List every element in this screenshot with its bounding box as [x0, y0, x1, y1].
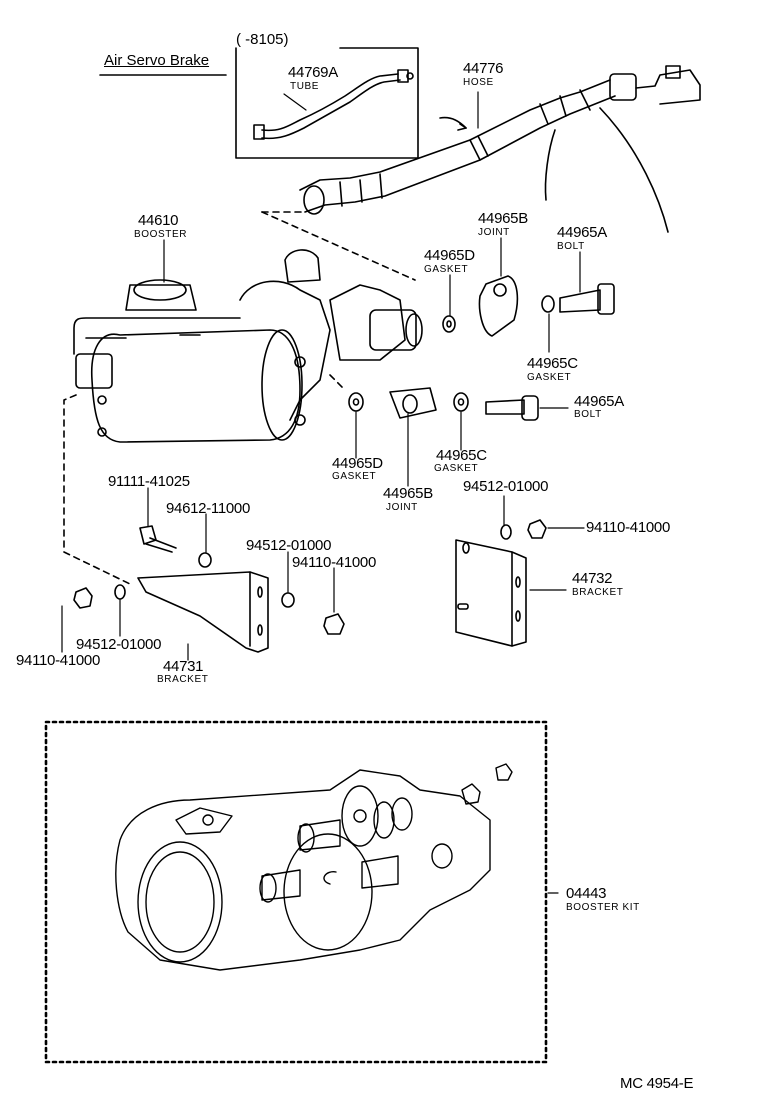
hose-illustration [299, 65, 701, 233]
tube-part-name: TUBE [290, 81, 320, 92]
joint-top-part-name: JOINT [478, 227, 510, 238]
gasket-c-top-part-name: GASKET [527, 372, 572, 383]
variant-label: Air Servo Brake [104, 52, 210, 69]
bolt-top-part-number: 44965A [557, 224, 607, 241]
kit-part-name: BOOSTER KIT [566, 902, 640, 913]
bracket-44731-part-name: BRACKET [157, 674, 209, 685]
booster-kit-illustration [115, 763, 513, 971]
dashed-guides [63, 211, 416, 585]
nut-94110-c-part-number: 94110-41000 [586, 519, 671, 536]
joint-bottom-part-number: 44965B [383, 485, 433, 502]
air-servo-inset [99, 47, 419, 159]
gasket-c-bottom-part-name: GASKET [434, 463, 479, 474]
booster-part-number: 44610 [138, 212, 179, 229]
hose-part-number: 44776 [463, 60, 504, 77]
fittings [348, 275, 615, 421]
gasket-d-bottom-part-number: 44965D [332, 455, 383, 472]
booster-part-name: BOOSTER [134, 229, 188, 240]
gasket-d-top-part-name: GASKET [424, 264, 469, 275]
washer-94612-part-number: 94612-11000 [166, 500, 251, 517]
bracket-44731-part-number: 44731 [163, 658, 204, 675]
kit-part-number: 04443 [566, 885, 607, 902]
tube-part-number: 44769A [288, 64, 338, 81]
hose-part-name: HOSE [463, 77, 494, 88]
bolt-bottom-part-name: BOLT [574, 409, 602, 420]
gasket-c-bottom-part-number: 44965C [436, 447, 487, 464]
bracket-44732-part-number: 44732 [572, 570, 613, 587]
gasket-d-bottom-part-name: GASKET [332, 471, 377, 482]
leader-lines [61, 91, 585, 894]
bolt-top-part-name: BOLT [557, 241, 585, 252]
nut-94110-a-part-number: 94110-41000 [292, 554, 377, 571]
bracket-44732-part-name: BRACKET [572, 587, 624, 598]
booster-kit-frame [44, 720, 548, 1064]
bolt-91111-part-number: 91111-41025 [108, 473, 190, 490]
bolt-bottom-part-number: 44965A [574, 393, 624, 410]
washer-94512-c-part-number: 94512-01000 [463, 478, 549, 495]
brackets [73, 519, 547, 653]
washer-94512-b-part-number: 94512-01000 [76, 636, 162, 653]
gasket-c-top-part-number: 44965C [527, 355, 578, 372]
gasket-d-top-part-number: 44965D [424, 247, 475, 264]
date-range-label: ( -8105) [236, 31, 289, 48]
joint-top-part-number: 44965B [478, 210, 528, 227]
booster-illustration [73, 249, 423, 443]
nut-94110-b-part-number: 94110-41000 [16, 652, 101, 669]
washer-94512-a-part-number: 94512-01000 [246, 537, 332, 554]
diagram-code: MC 4954-E [620, 1075, 694, 1092]
joint-bottom-part-name: JOINT [386, 502, 418, 513]
